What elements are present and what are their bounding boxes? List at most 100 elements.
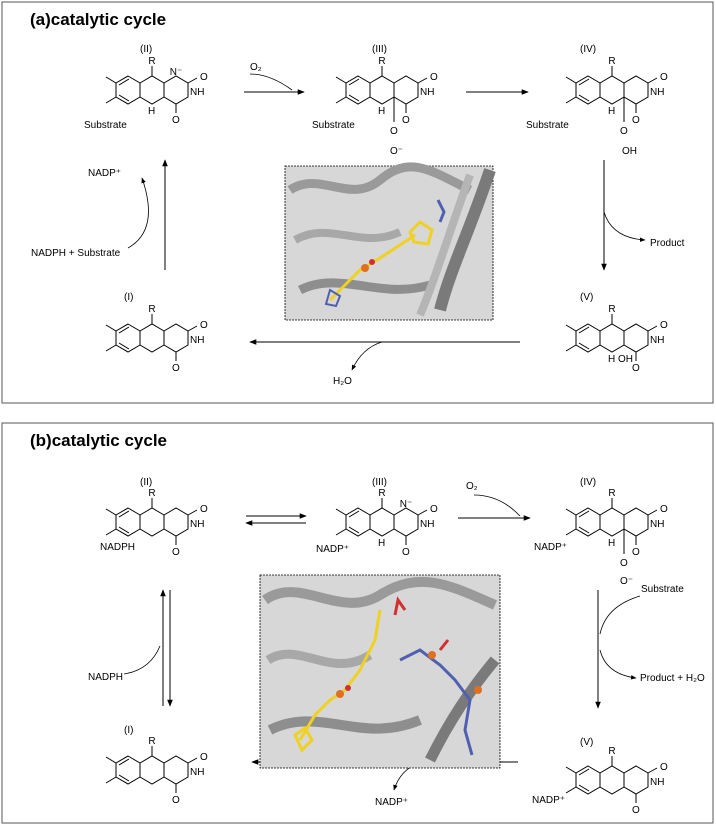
panel-b-compound-v: R O NH O — [565, 746, 668, 816]
svg-text:R: R — [608, 56, 615, 67]
svg-text:O: O — [632, 547, 640, 558]
panel-b-compound-iv: R O NH O H O O⁻ — [565, 488, 668, 587]
panel-b-nadph-ii: NADPH — [100, 542, 135, 553]
panel-b-nadph: NADPH — [88, 672, 123, 683]
panel-b-nadp-plus-iii: NADP⁺ — [316, 544, 349, 555]
panel-b-o2-curve — [473, 494, 521, 517]
svg-text:R: R — [378, 56, 385, 67]
svg-text:O: O — [620, 558, 628, 569]
panel-b-product-h2o: Product + H₂O — [640, 673, 705, 684]
panel-a-substrate-iv: Substrate — [526, 120, 569, 131]
panel-b-o2: O₂ — [466, 481, 478, 492]
svg-text:O: O — [632, 115, 640, 126]
panel-b-product-curve — [599, 649, 637, 680]
panel-a-nadp-plus: NADP⁺ — [88, 168, 121, 179]
svg-text:R: R — [608, 488, 615, 499]
svg-text:OH: OH — [622, 146, 637, 157]
panel-a-h2o-curve — [351, 341, 383, 371]
svg-text:O⁻: O⁻ — [390, 146, 403, 157]
svg-text:NH: NH — [190, 519, 204, 530]
panel-b-compound-i: R O NH O — [105, 736, 208, 806]
svg-text:O: O — [172, 795, 180, 806]
svg-text:O: O — [660, 320, 668, 331]
svg-text:NH: NH — [420, 519, 434, 530]
panel-b-protein-structure-image — [259, 574, 501, 769]
panel-a-compound-v: R O NH O H OH — [565, 304, 668, 374]
panel-b-nadp-plus-iv: NADP⁺ — [534, 542, 567, 553]
panel-a-label-i: (I) — [124, 292, 133, 303]
panel-a-compound-iv: R O NH O H O OH — [565, 56, 668, 157]
svg-text:O: O — [632, 805, 640, 816]
svg-text:R: R — [148, 488, 155, 499]
svg-text:H: H — [378, 106, 385, 117]
svg-text:NH: NH — [420, 87, 434, 98]
panel-a-label-ii: (II) — [140, 44, 152, 55]
svg-text:R: R — [148, 304, 155, 315]
svg-text:R: R — [378, 488, 385, 499]
svg-text:O: O — [620, 126, 628, 137]
svg-text:R: R — [148, 56, 155, 67]
panel-b-nadp-plus-release: NADP⁺ — [375, 797, 408, 808]
panel-b-nadph-curve — [123, 645, 161, 675]
panel-a-frame — [1, 1, 714, 404]
svg-text:O: O — [660, 504, 668, 515]
panel-a-product-curve — [603, 211, 646, 242]
svg-text:O: O — [660, 72, 668, 83]
panel-a-o2: O₂ — [250, 62, 262, 73]
panel-b-substrate-curve — [599, 595, 641, 635]
svg-text:O: O — [402, 115, 410, 126]
svg-text:O: O — [200, 752, 208, 763]
panel-a-h2o: H₂O — [333, 376, 352, 387]
svg-text:NH: NH — [190, 767, 204, 778]
svg-text:O: O — [402, 547, 410, 558]
svg-text:NH: NH — [190, 335, 204, 346]
svg-text:NH: NH — [650, 777, 664, 788]
svg-text:O: O — [172, 363, 180, 374]
panel-b-label-ii: (II) — [140, 477, 152, 488]
panel-b-label-v: (V) — [580, 737, 593, 748]
svg-text:O: O — [660, 762, 668, 773]
panel-b-compound-iii: R N⁻ O NH O H — [335, 488, 438, 558]
panel-a-compound-iii: R O NH O H O O⁻ — [335, 56, 438, 157]
panel-a-nadph-substrate: NADPH + Substrate — [31, 248, 121, 259]
svg-text:H: H — [148, 106, 155, 117]
panel-a-compound-ii: R N⁻ O NH O H — [105, 56, 208, 126]
svg-text:O: O — [172, 115, 180, 126]
svg-text:O: O — [172, 547, 180, 558]
panel-b-label-i: (I) — [124, 725, 133, 736]
svg-text:NH: NH — [650, 519, 664, 530]
svg-text:NH: NH — [650, 87, 664, 98]
svg-text:O: O — [200, 72, 208, 83]
panel-a-title: (a)catalytic cycle — [30, 10, 166, 29]
panel-a-product: Product — [650, 238, 685, 249]
svg-text:O: O — [430, 72, 438, 83]
panel-a-substrate-ii: Substrate — [84, 120, 127, 131]
svg-text:O⁻: O⁻ — [620, 576, 633, 587]
panel-a-o2-curve — [249, 73, 293, 91]
panel-a-label-iii: (III) — [372, 44, 387, 55]
svg-text:N⁻: N⁻ — [400, 499, 413, 510]
svg-text:H: H — [608, 354, 615, 365]
svg-text:NH: NH — [650, 335, 664, 346]
svg-text:R: R — [608, 304, 615, 315]
svg-text:O: O — [200, 320, 208, 331]
panel-a-label-v: (V) — [580, 292, 593, 303]
svg-text:O: O — [390, 126, 398, 137]
svg-text:H: H — [378, 538, 385, 549]
svg-text:NH: NH — [190, 87, 204, 98]
panel-b-frame — [1, 422, 714, 824]
panel-b-nadp-plus-v: NADP⁺ — [532, 795, 565, 806]
panel-b-title: (b)catalytic cycle — [30, 431, 167, 450]
svg-text:O: O — [430, 504, 438, 515]
panel-b-label-iv: (IV) — [580, 477, 596, 488]
panel-b-compound-ii: R O NH O — [105, 488, 208, 558]
svg-text:N⁻: N⁻ — [170, 67, 183, 78]
svg-text:O: O — [200, 504, 208, 515]
panel-a-label-iv: (IV) — [580, 44, 596, 55]
svg-text:OH: OH — [618, 354, 633, 365]
svg-text:O: O — [632, 363, 640, 374]
panel-a-compound-i: R O NH O — [105, 304, 208, 374]
svg-text:H: H — [608, 106, 615, 117]
panel-b-label-iii: (III) — [372, 477, 387, 488]
